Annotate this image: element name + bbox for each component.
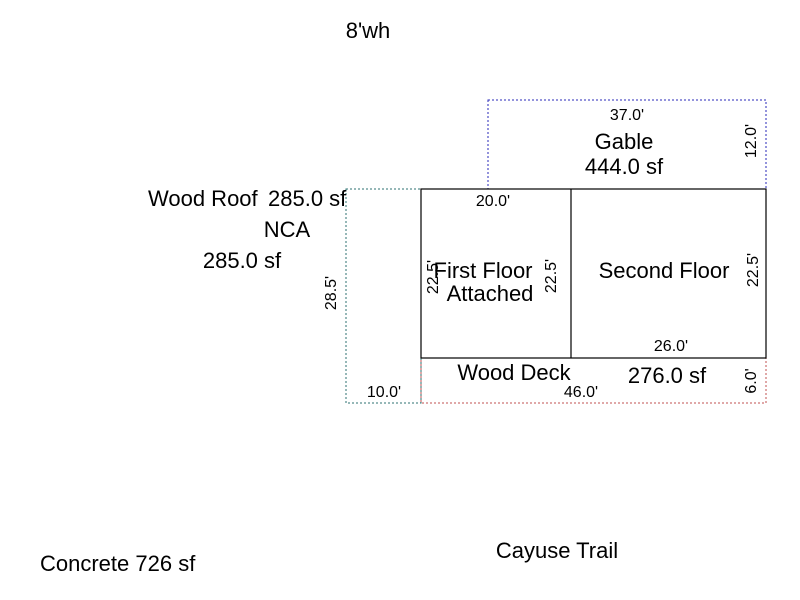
first-floor-width-dim: 20.0' [476, 193, 510, 210]
wood-roof-outline [345, 188, 422, 404]
main-building-outline [420, 188, 767, 359]
wood-deck-height-dim: 6.0' [743, 368, 760, 393]
wood-roof-name: Wood Roof [148, 186, 259, 211]
first-floor-right-dim: 22.5' [543, 259, 560, 293]
wood-roof-width-dim: 10.0' [367, 384, 401, 401]
gable-area: 444.0 sf [585, 154, 664, 179]
wood-roof-name-area: 285.0 sf [268, 186, 347, 211]
wood-roof-area: 285.0 sf [203, 248, 282, 273]
gable-width-dim: 37.0' [610, 107, 644, 124]
second-floor-bottom-dim: 26.0' [654, 338, 688, 355]
second-floor-name: Second Floor [599, 258, 730, 283]
concrete-label: Concrete 726 sf [40, 551, 196, 576]
street-label: Cayuse Trail [496, 538, 618, 563]
gable-name: Gable [595, 129, 654, 154]
first-floor-name: First Floor [434, 258, 533, 283]
second-floor-right-dim: 22.5' [745, 253, 762, 287]
wood-deck-name: Wood Deck [457, 360, 571, 385]
wood-roof-height-dim: 28.5' [323, 276, 340, 310]
wood-deck-area: 276.0 sf [628, 363, 707, 388]
header-note: 8'wh [346, 18, 391, 43]
gable-height-dim: 12.0' [743, 124, 760, 158]
wood-deck-width-dim: 46.0' [564, 384, 598, 401]
first-floor-left-dim: 22.5' [425, 260, 442, 294]
wood-roof-sub-label: NCA [264, 217, 311, 242]
first-floor-attached-label: Attached [447, 281, 534, 306]
